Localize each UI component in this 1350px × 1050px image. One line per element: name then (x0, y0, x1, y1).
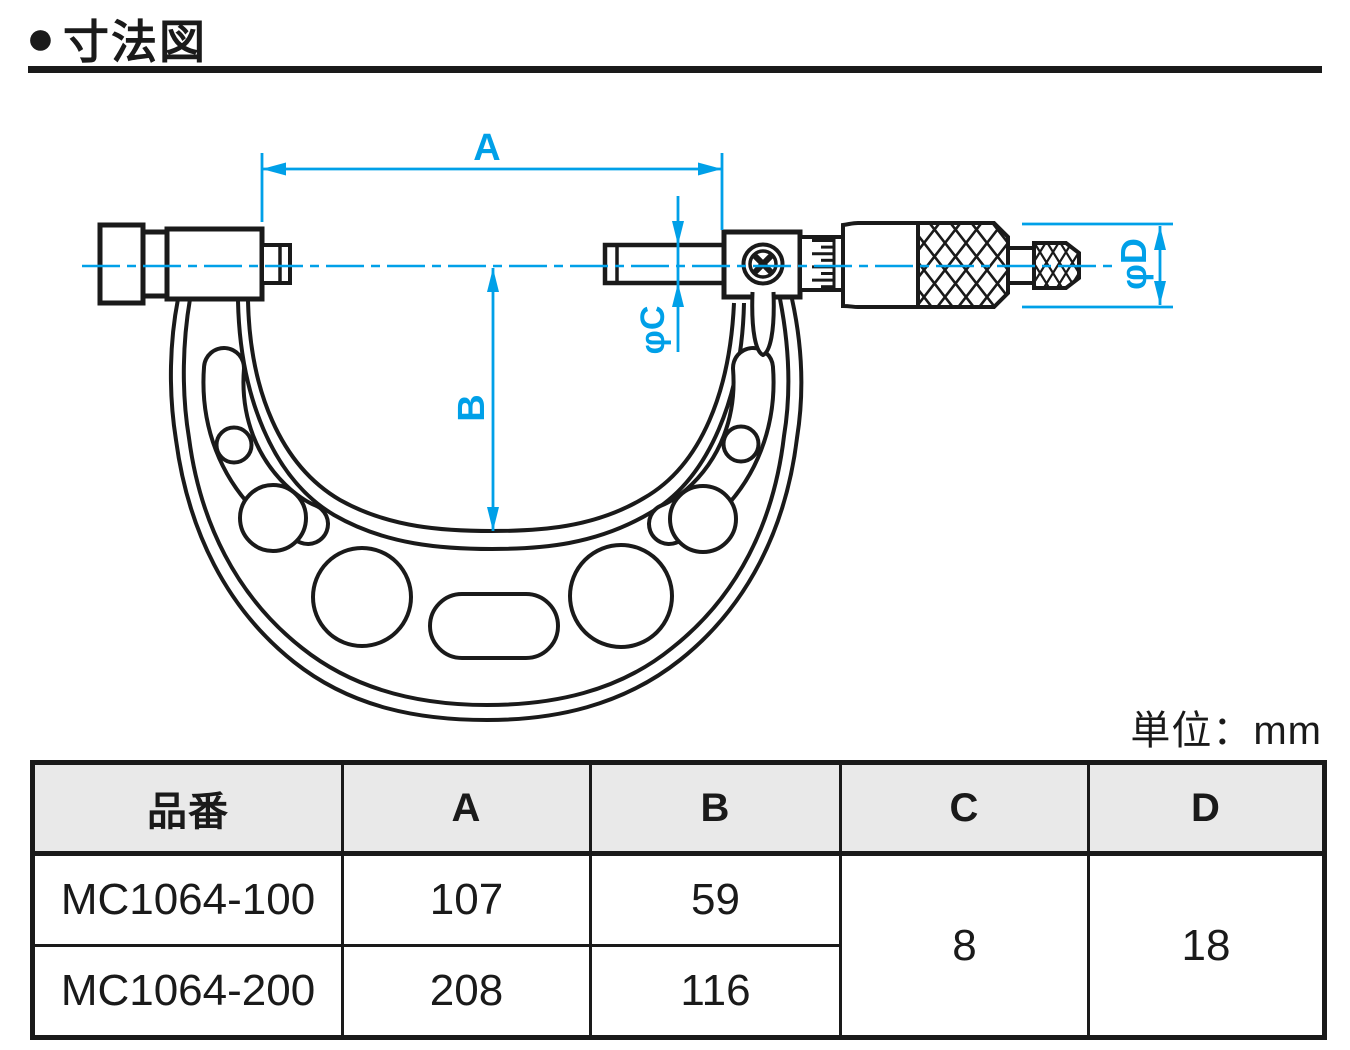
dim-a-arrow-left (262, 162, 286, 176)
lock-lever (750, 291, 776, 358)
frame-opening-parallel-line (236, 300, 746, 552)
dim-c-arrow-top (672, 221, 684, 245)
col-header-d: D (1087, 761, 1326, 856)
bullet-icon: ● (26, 12, 55, 65)
sleeve-graduation-ticks (812, 239, 834, 289)
col-header-c: C (839, 761, 1090, 856)
micrometer-dimension-drawing: A B φC φD (82, 127, 1173, 723)
section-header: ● 寸法図 (26, 6, 207, 72)
dimension-b: B (451, 268, 499, 531)
dim-d-arrow-bottom (1154, 281, 1166, 305)
frame-hole-medium-left (238, 483, 308, 553)
spec-table: 品番 A B C D MC1064-100 107 59 8 18 MC1064… (30, 760, 1327, 1040)
frame-hole-large-right (568, 543, 674, 649)
cell-b-1: 59 (589, 852, 842, 947)
frame-hole-large-left (311, 546, 413, 648)
dim-a-arrow-right (698, 162, 722, 176)
col-header-part-no: 品番 (31, 761, 344, 856)
dim-c-label: φC (634, 306, 672, 355)
anvil-neck (140, 229, 170, 299)
ratchet-knob-knurl (1032, 241, 1081, 290)
dimension-a: A (260, 127, 724, 230)
anvil-assembly (97, 222, 292, 306)
cell-part-no-2: MC1064-200 (31, 944, 344, 1039)
frame-outer-parallel-line (181, 298, 791, 708)
dim-c-arrow-bottom (672, 283, 684, 307)
header-divider (28, 66, 1322, 73)
sleeve-body (798, 235, 845, 292)
page-title: 寸法図 (63, 16, 207, 68)
dim-d-arrow-top (1154, 226, 1166, 250)
cell-d-merged: 18 (1087, 852, 1326, 1039)
dim-b-label: B (451, 394, 493, 421)
frame-hole-medium-right (668, 484, 738, 554)
cell-part-no-1: MC1064-100 (31, 852, 344, 947)
dim-a-label: A (473, 127, 500, 169)
clamp-screw-cross-icon (751, 252, 775, 276)
units-note: 単位：mm (1130, 709, 1322, 753)
cell-a-1: 107 (341, 852, 592, 947)
table-row: MC1064-200 208 116 (31, 944, 1325, 1039)
col-header-a: A (341, 761, 592, 856)
frame (168, 298, 804, 723)
cell-b-2: 116 (589, 944, 842, 1039)
lock-block (721, 229, 803, 358)
anvil-tip (260, 243, 292, 285)
cell-a-2: 208 (341, 944, 592, 1039)
anvil-end-cap (97, 222, 146, 306)
dim-d-label: φD (1113, 238, 1154, 290)
frame-slot-stadium (428, 592, 560, 660)
frame-outer-outline (168, 298, 804, 723)
anvil-body (164, 226, 265, 302)
spindle (602, 242, 727, 286)
dimension-d: φD (1022, 222, 1173, 309)
dimension-c: φC (634, 196, 684, 354)
spec-table-header-row: 品番 A B C D (31, 761, 1326, 856)
col-header-b: B (589, 761, 842, 856)
dim-b-arrow-bottom (487, 507, 499, 531)
spindle-rod (602, 242, 727, 286)
dimensions: A B φC φD (82, 127, 1173, 531)
frame-hole-small-left (214, 425, 254, 465)
frame-hole-small-right (721, 424, 761, 464)
dim-b-arrow-top (487, 268, 499, 292)
cell-c-merged: 8 (839, 852, 1090, 1039)
sleeve-barrel (798, 235, 845, 292)
table-row: MC1064-100 107 59 8 18 (31, 852, 1326, 1039)
